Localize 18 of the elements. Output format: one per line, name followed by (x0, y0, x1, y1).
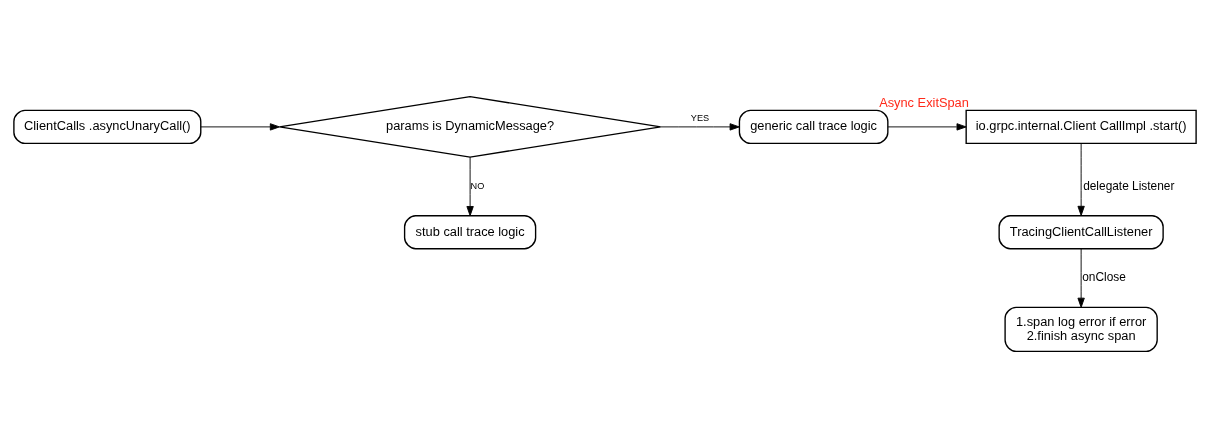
arrow (1077, 143, 1085, 216)
node-diamond: params is DynamicMessage? (278, 95, 662, 158)
arrow (660, 123, 740, 131)
edge-label: delegate Listener (1083, 178, 1175, 193)
node-box: TracingClientCallListener (998, 215, 1164, 250)
edge-label: onClose (1082, 270, 1126, 285)
node-box: ClientCalls .asyncUnaryCall() (13, 109, 202, 145)
arrow (466, 156, 474, 217)
edge-label: YES (690, 113, 710, 124)
arrow (200, 123, 280, 131)
node-box: 1.span log error if error 2.finish async span (1004, 306, 1158, 353)
arrow (887, 123, 967, 131)
node-box: generic call trace logic (738, 109, 889, 145)
node-box: io.grpc.internal.Client CallImpl .start() (965, 109, 1197, 145)
arrow (1077, 248, 1085, 308)
node-label: Async ExitSpan (879, 94, 969, 110)
node-box: stub call trace logic (403, 215, 537, 250)
edge-label: NO (470, 180, 485, 191)
